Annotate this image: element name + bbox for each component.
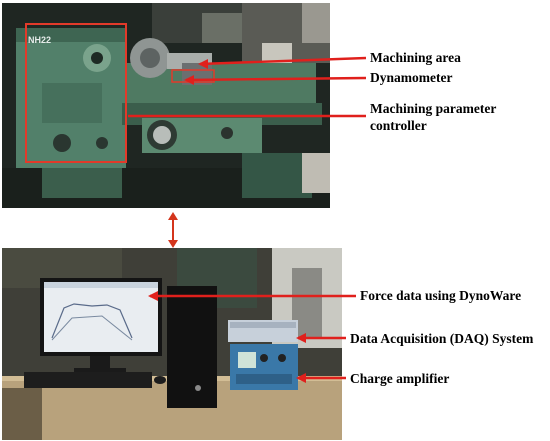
label-charge-amplifier: Charge amplifier xyxy=(350,371,450,386)
double-arrow-icon xyxy=(168,212,178,248)
daq-illustration xyxy=(2,248,342,440)
label-dynamometer: Dynamometer xyxy=(370,70,453,85)
label-machining-area: Machining area xyxy=(370,50,461,65)
label-daq-system: Data Acquisition (DAQ) System xyxy=(350,331,534,346)
label-parameter-controller-line2: controller xyxy=(370,118,427,133)
lathe-photo: NH22 xyxy=(2,3,330,208)
machine-badge: NH22 xyxy=(28,35,52,45)
label-parameter-controller-line1: Machining parameter xyxy=(370,101,497,116)
daq-setup-photo xyxy=(2,248,342,440)
label-force-data: Force data using DynoWare xyxy=(360,288,522,303)
lathe-illustration xyxy=(2,3,330,208)
